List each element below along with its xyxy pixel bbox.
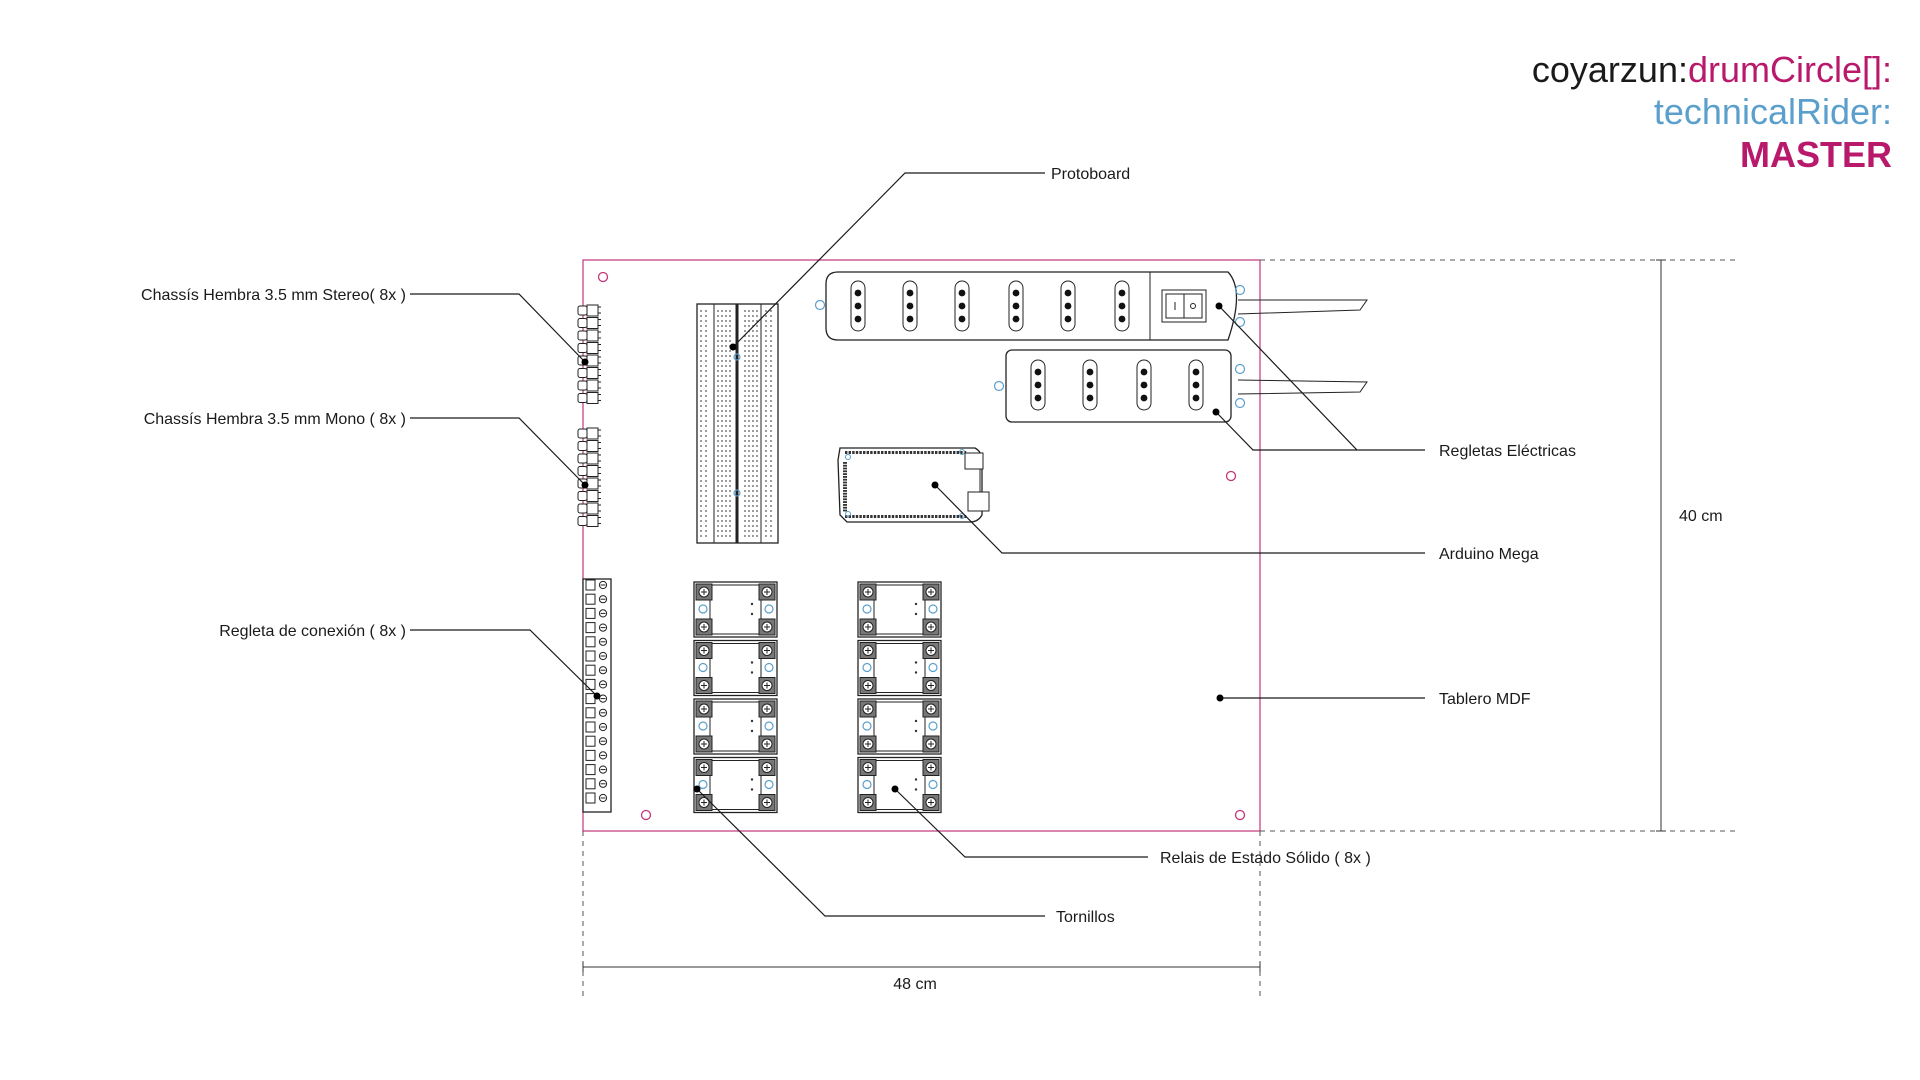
stereo-jack: [577, 304, 601, 317]
label-arduino: Arduino Mega: [1439, 546, 1539, 563]
protoboard-part: [696, 303, 779, 544]
stereo-jack: [577, 317, 601, 329]
label-protoboard: Protoboard: [1051, 166, 1130, 183]
dimension-height-label: 40 cm: [1679, 508, 1723, 525]
label-screws: Tornillos: [1056, 909, 1115, 926]
leader-arduino: [931, 481, 1425, 554]
label-power-strips: Regletas Eléctricas: [1439, 443, 1576, 460]
power-strip-large: [814, 271, 1368, 341]
relay: [857, 698, 942, 755]
header-variant: MASTER: [1740, 134, 1892, 175]
label-board: Tablero MDF: [1439, 691, 1531, 708]
stereo-jack: [577, 329, 601, 342]
mono-jack: [577, 477, 601, 490]
label-terminal-block: Regleta de conexión ( 8x ): [219, 623, 406, 640]
mono-jack: [577, 440, 601, 452]
relay: [693, 639, 778, 697]
header-section: technicalRider:: [1654, 91, 1892, 132]
stereo-jack: [577, 392, 601, 404]
mono-jack: [577, 515, 601, 527]
leader-stereo-jack: [410, 293, 589, 366]
mono-jack: [577, 502, 601, 515]
mono-jack: [577, 452, 601, 465]
mdf-board: [582, 259, 1261, 832]
relay: [693, 698, 778, 755]
leader-terminal-block: [410, 629, 601, 700]
header-project: drumCircle[]:: [1688, 49, 1892, 90]
relay-group-right: [857, 581, 942, 814]
stereo-jack: [577, 367, 601, 379]
leader-screws: [693, 785, 1045, 917]
relay: [857, 581, 942, 638]
leader-board: [1216, 694, 1425, 702]
relay: [693, 756, 778, 814]
arduino-mega-part: [837, 447, 990, 523]
relay: [693, 581, 778, 638]
leader-relays: [891, 785, 1148, 858]
power-strip-small: [993, 349, 1368, 423]
leader-power-strips: [1212, 302, 1425, 451]
header-line-1: coyarzun:drumCircle[]:: [1532, 49, 1892, 90]
stereo-jack: [577, 354, 601, 367]
mono-jack: [577, 465, 601, 477]
leader-mono-jack: [410, 417, 589, 489]
mono-jack: [577, 427, 601, 440]
mounting-holes: [597, 271, 1246, 821]
stereo-jack: [577, 379, 601, 392]
header-prefix: coyarzun:: [1532, 49, 1688, 90]
relay: [857, 756, 942, 814]
jack-column: [577, 304, 601, 527]
stereo-jack: [577, 342, 601, 354]
dimension-width-label: 48 cm: [893, 976, 937, 993]
dimension-width: [582, 831, 1261, 1000]
relay-group-left: [693, 581, 778, 814]
label-stereo-jack: Chassís Hembra 3.5 mm Stereo( 8x ): [141, 287, 406, 304]
dimension-height: [1260, 259, 1737, 832]
leader-protoboard: [729, 172, 1045, 351]
label-mono-jack: Chassís Hembra 3.5 mm Mono ( 8x ): [144, 411, 406, 428]
mono-jack: [577, 490, 601, 502]
label-relays: Relais de Estado Sólido ( 8x ): [1160, 850, 1371, 867]
relay: [857, 639, 942, 697]
